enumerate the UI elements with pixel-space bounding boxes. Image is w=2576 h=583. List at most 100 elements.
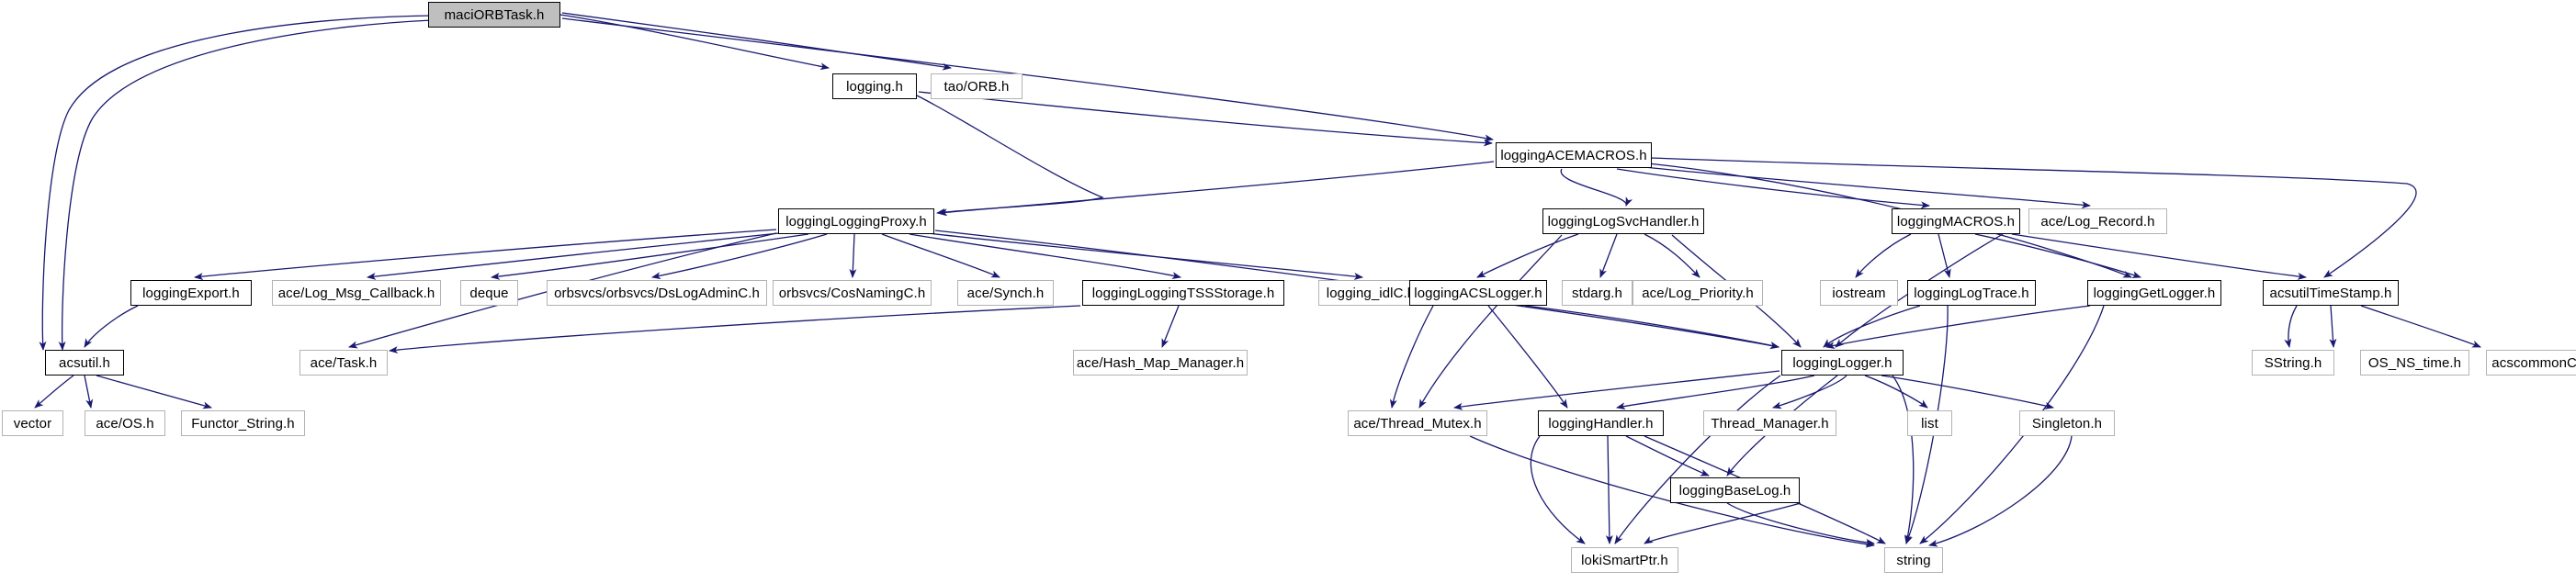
include-edge: [1649, 157, 2417, 278]
graph-node-singleton[interactable]: Singleton.h: [2019, 410, 2115, 436]
graph-node-aceTask[interactable]: ace/Task.h: [299, 350, 388, 376]
include-edge: [389, 305, 1081, 354]
include-edge: [96, 375, 212, 409]
graph-node-loggingMACROS[interactable]: loggingMACROS.h: [1892, 208, 2020, 234]
graph-node-label: iostream: [1832, 285, 1886, 301]
graph-node-label: acsutilTimeStamp.h: [2269, 285, 2392, 301]
include-edge: [1644, 502, 1802, 544]
graph-node-label: orbsvcs/orbsvcs/DsLogAdminC.h: [554, 285, 760, 301]
graph-node-maciORBTask[interactable]: maciORBTask.h: [428, 2, 560, 28]
graph-node-label: maciORBTask.h: [444, 6, 545, 23]
graph-node-loggingExport[interactable]: loggingExport.h: [130, 280, 252, 306]
graph-node-aceLogRecord[interactable]: ace/Log_Record.h: [2028, 208, 2167, 234]
include-edge: [1974, 233, 2141, 278]
graph-node-label: list: [1921, 415, 1938, 432]
graph-node-loggingLogger[interactable]: loggingLogger.h: [1781, 350, 1904, 376]
graph-node-deque[interactable]: deque: [460, 280, 518, 306]
include-edge: [2284, 305, 2298, 348]
graph-node-label: Singleton.h: [2031, 415, 2103, 432]
include-edge: [1625, 435, 1710, 476]
graph-node-label: loggingACSLogger.h: [1414, 285, 1542, 301]
include-edge: [194, 229, 777, 281]
graph-node-aceHashMapManager[interactable]: ace/Hash_Map_Manager.h: [1073, 350, 1248, 376]
graph-node-label: deque: [469, 285, 509, 301]
graph-node-osNsTime[interactable]: OS_NS_time.h: [2360, 350, 2469, 376]
graph-node-label: loggingGetLogger.h: [2093, 285, 2216, 301]
include-edge: [348, 232, 777, 349]
graph-node-label: ace/Log_Msg_Callback.h: [277, 285, 435, 301]
graph-node-vector[interactable]: vector: [2, 410, 63, 436]
graph-node-logging[interactable]: logging.h: [832, 73, 917, 99]
graph-node-lokiSmartPtr[interactable]: lokiSmartPtr.h: [1571, 547, 1678, 573]
graph-node-label: loggingLogger.h: [1792, 354, 1892, 371]
graph-node-cosNamingC[interactable]: orbsvcs/CosNamingC.h: [773, 280, 932, 306]
graph-node-acsutilTimeStamp[interactable]: acsutilTimeStamp.h: [2263, 280, 2399, 306]
include-edge: [84, 375, 94, 409]
graph-node-label: Functor_String.h: [191, 415, 295, 432]
graph-node-sstring[interactable]: SString.h: [2252, 350, 2334, 376]
include-edge: [1524, 305, 1779, 349]
include-edge: [1614, 375, 1781, 544]
include-edge: [1476, 233, 1579, 278]
graph-node-label: vector: [13, 415, 52, 432]
graph-node-label: ace/Synch.h: [966, 285, 1045, 301]
include-edge: [491, 233, 809, 280]
include-edge: [58, 19, 433, 351]
graph-node-loggingGetLogger[interactable]: loggingGetLogger.h: [2087, 280, 2221, 306]
graph-node-label: loggingLogTrace.h: [1914, 285, 2029, 301]
graph-node-label: ace/Log_Record.h: [2040, 213, 2155, 230]
include-edge: [1605, 435, 1613, 544]
graph-node-label: loggingBaseLog.h: [1678, 482, 1791, 499]
include-edge: [561, 12, 952, 71]
graph-node-loggingTSSStorage[interactable]: loggingLoggingTSSStorage.h: [1082, 280, 1284, 306]
include-edge: [1855, 233, 1912, 278]
include-edge: [881, 233, 1000, 278]
graph-node-loggingLoggingProxy[interactable]: loggingLoggingProxy.h: [778, 208, 934, 234]
graph-node-label: OS_NS_time.h: [2367, 354, 2462, 371]
include-edge: [2360, 305, 2481, 348]
graph-node-taoORB[interactable]: tao/ORB.h: [931, 73, 1022, 99]
graph-node-label: acsutil.h: [59, 354, 110, 371]
include-edge: [1864, 375, 1928, 409]
graph-node-loggingHandler[interactable]: loggingHandler.h: [1538, 410, 1664, 436]
graph-node-label: stdarg.h: [1572, 285, 1622, 301]
include-edge: [1644, 233, 1700, 278]
include-edge: [1726, 502, 1875, 546]
include-edge: [1616, 168, 1930, 209]
graph-node-functorString[interactable]: Functor_String.h: [181, 410, 305, 436]
graph-node-threadManager[interactable]: Thread_Manager.h: [1703, 410, 1836, 436]
graph-node-list[interactable]: list: [1907, 410, 1952, 436]
graph-node-stdarg[interactable]: stdarg.h: [1562, 280, 1633, 306]
graph-node-loggingBaseLog[interactable]: loggingBaseLog.h: [1670, 477, 1800, 503]
graph-node-label: loggingACEMACROS.h: [1500, 147, 1647, 163]
graph-node-label: ace/Task.h: [310, 354, 378, 371]
graph-node-iostream[interactable]: iostream: [1820, 280, 1898, 306]
include-edge: [1881, 375, 2054, 409]
graph-node-aceLogMsgCallback[interactable]: ace/Log_Msg_Callback.h: [272, 280, 441, 306]
include-edge: [1530, 435, 1586, 544]
graph-node-acsutil[interactable]: acsutil.h: [45, 350, 124, 376]
graph-node-label: loggingLoggingTSSStorage.h: [1091, 285, 1275, 301]
graph-node-string[interactable]: string: [1884, 547, 1943, 573]
include-edge: [1644, 166, 2091, 209]
graph-node-label: ace/Hash_Map_Manager.h: [1076, 354, 1245, 371]
graph-node-loggingIdlC[interactable]: logging_idlC.h: [1318, 280, 1423, 306]
include-edge: [561, 17, 1494, 142]
graph-node-aceSynch[interactable]: ace/Synch.h: [957, 280, 1054, 306]
graph-node-aceLogPriority[interactable]: ace/Log_Priority.h: [1633, 280, 1763, 306]
include-edge: [1161, 305, 1180, 348]
edge-group: [34, 12, 2481, 548]
graph-node-acscommonC[interactable]: acscommonC.h: [2486, 350, 2576, 376]
include-edge: [367, 232, 780, 280]
include-edge: [1389, 305, 1434, 409]
graph-node-loggingLogTrace[interactable]: loggingLogTrace.h: [1907, 280, 2036, 306]
graph-node-loggingACEMACROS[interactable]: loggingACEMACROS.h: [1496, 142, 1652, 168]
graph-node-loggingACSLogger[interactable]: loggingACSLogger.h: [1409, 280, 1547, 306]
include-edge: [909, 233, 1181, 279]
graph-node-aceThreadMutex[interactable]: ace/Thread_Mutex.h: [1348, 410, 1487, 436]
graph-node-loggingLogSvcHandler[interactable]: loggingLogSvcHandler.h: [1542, 208, 1704, 234]
graph-node-label: Thread_Manager.h: [1711, 415, 1829, 432]
graph-node-aceOS[interactable]: ace/OS.h: [85, 410, 165, 436]
graph-node-label: loggingMACROS.h: [1896, 213, 2016, 230]
graph-node-dsLogAdminC[interactable]: orbsvcs/orbsvcs/DsLogAdminC.h: [547, 280, 767, 306]
